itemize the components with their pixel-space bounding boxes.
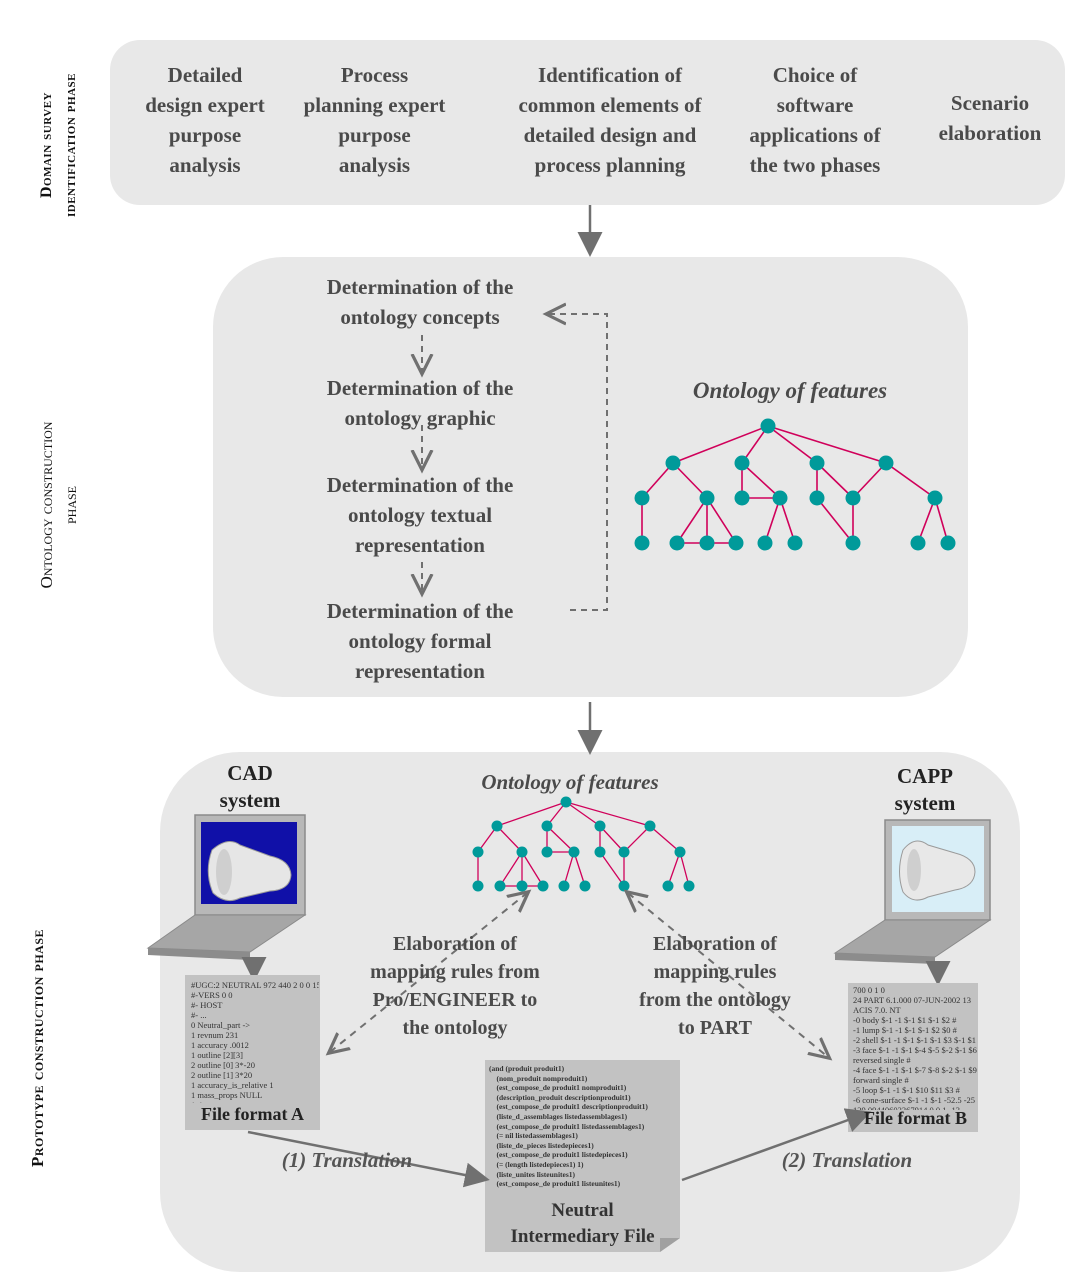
ontology-step-concepts: Determination of the ontology concepts [326,275,514,329]
neutral-file-content: (and (produit produit1) (nom_produit nom… [489,1064,648,1189]
ontology-tree-mid [634,418,956,551]
cad-label-line2: system [219,788,281,812]
translation-label-1: (1) Translation [281,1148,413,1172]
ontology-step-graphic: Determination of the ontology graphic [326,376,514,430]
mapping-arrow-left [330,893,527,1052]
top-box-planner-purpose: Process planning expert purpose analysis [303,63,446,177]
cad-label-line1: CAD [227,761,273,785]
file-format-a-content: #UGC:2 NEUTRAL 972 440 2 0 0 15 #-VERS 0… [191,980,319,1103]
capp-laptop-icon [833,819,992,986]
ontology-construction-panel [213,257,968,697]
file-format-a-label: File format A [201,1104,304,1124]
translation-arrow-2 [681,1108,872,1182]
ontology-title-bottom: Ontology of features [481,770,659,794]
dashed-feedback-loop [548,314,608,611]
file-format-b-paper [848,983,978,1132]
top-box-scenario: Scenario elaboration [938,91,1042,145]
mapping-rules-left: Elaboration of mapping rules from Pro/EN… [370,933,540,1039]
top-box-common-elements: Identification of common elements of det… [518,63,702,177]
capp-label-line1: CAPP [897,764,953,788]
file-format-a-paper [185,975,320,1130]
translation-label-2: (2) Translation [781,1148,913,1172]
file-format-b-content: 700 0 1 0 24 PART 6.1.000 07-JUN-2002 13… [853,985,977,1110]
mapping-arrow-right [628,893,828,1057]
cad-system-label: CAD system [195,760,305,814]
translation-arrow-1 [247,1130,490,1188]
mapping-rules-right: Elaboration of mapping rules from the on… [639,933,791,1039]
ontology-title-mid: Ontology of features [692,378,888,403]
top-box-software-choice: Choice of software applications of the t… [749,63,881,177]
neutral-file-paper [485,1060,680,1252]
ontology-step-formal: Determination of the ontology formal rep… [326,599,514,683]
capp-system-label: CAPP system [860,763,990,817]
capp-label-line2: system [894,791,956,815]
ontology-step-textual: Determination of the ontology textual re… [326,473,514,557]
domain-survey-panel [110,40,1065,205]
top-box-designer-purpose: Detailed design expert purpose analysis [145,63,265,177]
cad-laptop-icon [146,814,307,982]
neutral-file-label: Neutral Intermediary File [510,1200,655,1247]
file-format-b-label: File format B [864,1108,967,1128]
ontology-tree-bottom [472,796,695,892]
